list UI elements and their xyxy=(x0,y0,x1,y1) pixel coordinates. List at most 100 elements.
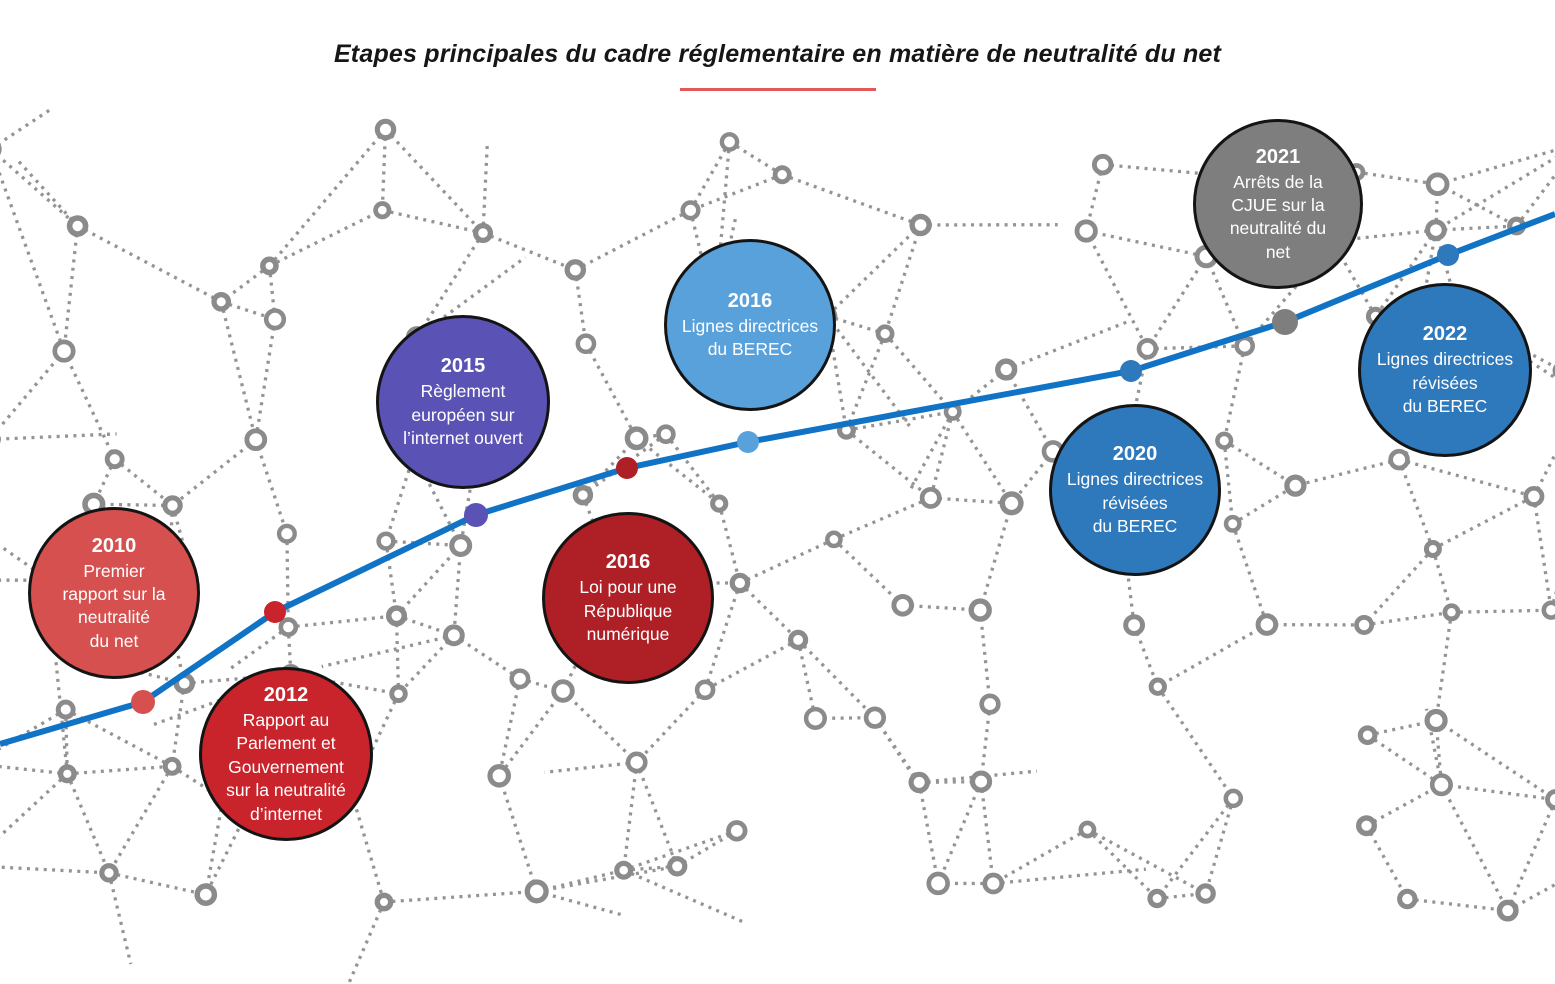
network-edge xyxy=(1362,547,1435,627)
network-node xyxy=(194,883,218,906)
network-edge xyxy=(584,342,639,440)
network-node xyxy=(1123,614,1145,636)
network-edge xyxy=(452,545,463,636)
network-node xyxy=(162,495,183,516)
network-edge xyxy=(67,764,173,776)
network-edge xyxy=(689,173,783,212)
timeline-marker-2021-arrets-cjue xyxy=(1272,309,1298,335)
network-node xyxy=(891,594,915,617)
network-node xyxy=(278,617,299,637)
network-edge xyxy=(415,232,485,338)
timeline-marker-2016-lignes-directrices-berec xyxy=(737,431,759,453)
network-node xyxy=(825,530,843,549)
network-edge xyxy=(1223,439,1297,487)
network-edge xyxy=(229,625,290,671)
network-node xyxy=(875,324,895,344)
network-edge xyxy=(0,170,66,352)
network-edge xyxy=(845,428,932,500)
milestone-year: 2020 xyxy=(1112,443,1158,466)
network-edge xyxy=(350,693,400,795)
milestone-label-line: CJUE sur la xyxy=(1231,194,1325,215)
network-edge xyxy=(1441,783,1555,802)
network-node xyxy=(970,770,993,793)
network-node xyxy=(803,706,827,730)
network-edge xyxy=(979,703,992,782)
milestone-label-line: sur la neutralité xyxy=(226,780,346,801)
network-edge xyxy=(1132,624,1160,688)
network-edge xyxy=(0,108,51,145)
network-edge xyxy=(676,829,738,868)
network-edge xyxy=(739,537,835,585)
network-node xyxy=(524,879,549,904)
network-node xyxy=(614,860,634,880)
network-edge xyxy=(254,439,289,535)
network-node xyxy=(968,598,992,622)
timeline-marker-2020-lignes-directrices-revisees xyxy=(1120,360,1142,382)
network-edge xyxy=(1356,170,1438,186)
network-edge xyxy=(1435,719,1555,801)
network-edge xyxy=(15,157,79,228)
network-edge xyxy=(1156,623,1268,689)
network-node xyxy=(1074,219,1098,243)
network-edge xyxy=(108,871,207,897)
network-edge xyxy=(321,633,455,669)
network-node xyxy=(667,856,688,877)
network-node xyxy=(710,494,729,513)
network-edge xyxy=(113,457,174,507)
network-edge xyxy=(1004,368,1055,453)
network-edge xyxy=(833,496,932,541)
network-node xyxy=(908,771,930,794)
network-edge xyxy=(873,716,921,784)
network-edge xyxy=(1086,828,1159,900)
network-edge xyxy=(346,901,386,984)
network-edge xyxy=(481,141,490,234)
milestone-label-line: Rapport au xyxy=(242,709,330,730)
network-node xyxy=(572,484,594,506)
network-node xyxy=(211,291,232,312)
network-edge xyxy=(689,141,731,212)
network-node xyxy=(487,763,511,788)
milestone-label-line: Lignes directrices xyxy=(681,315,819,336)
milestone-label-line: Arrêts de la xyxy=(1233,171,1323,192)
network-edge xyxy=(268,128,387,267)
network-node xyxy=(66,215,89,237)
network-edge xyxy=(1085,229,1207,259)
network-edge xyxy=(0,865,110,875)
network-edge xyxy=(76,224,222,304)
network-edge xyxy=(482,231,576,272)
network-node xyxy=(1355,815,1377,837)
network-edge xyxy=(1222,440,1235,524)
network-edge xyxy=(254,319,277,440)
timeline-marker-2012-rapport-parlement xyxy=(264,601,286,623)
network-edge xyxy=(497,678,522,777)
network-node xyxy=(55,699,76,720)
milestone-label-line: du net xyxy=(89,630,139,651)
network-edge xyxy=(544,760,637,774)
network-node xyxy=(1425,172,1450,197)
network-node xyxy=(694,679,716,701)
milestone-label-line: du BEREC xyxy=(1402,396,1488,417)
network-edge xyxy=(936,780,983,885)
network-edge xyxy=(1084,230,1149,350)
network-node xyxy=(1078,820,1097,839)
network-node xyxy=(656,424,676,445)
network-node xyxy=(1148,677,1167,696)
network-edge xyxy=(846,410,953,432)
network-edge xyxy=(1084,164,1105,232)
network-edge xyxy=(497,775,539,892)
milestone-label-line: du BEREC xyxy=(707,339,793,360)
network-edge xyxy=(1156,685,1235,800)
network-edge xyxy=(381,208,484,235)
network-edge xyxy=(635,437,721,505)
network-node xyxy=(979,693,1001,715)
network-edge xyxy=(397,634,456,695)
network-node xyxy=(726,820,748,842)
network-edge xyxy=(53,656,69,774)
network-edge xyxy=(1515,172,1555,227)
network-edge xyxy=(1231,484,1297,526)
network-edge xyxy=(979,781,995,884)
network-edge xyxy=(992,828,1089,885)
